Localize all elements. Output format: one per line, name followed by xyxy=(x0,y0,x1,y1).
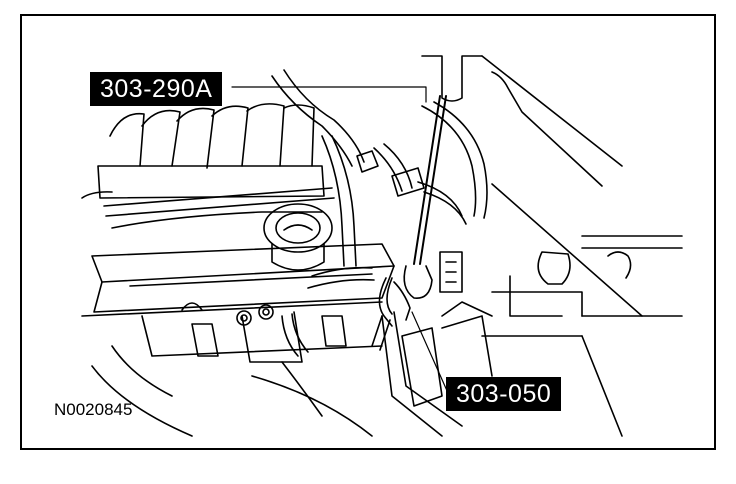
callout-leader-lines xyxy=(231,86,449,394)
tool-303-050 xyxy=(371,277,411,351)
intake-manifold-runners xyxy=(81,103,325,199)
fuel-rail xyxy=(91,187,395,313)
callout-tool-303-050: 303-050 xyxy=(446,377,562,411)
vacuum-hoses xyxy=(271,69,488,289)
engine-line-art xyxy=(81,55,683,437)
callout-tool-303-290a: 303-290A xyxy=(90,72,223,106)
lower-engine-block xyxy=(81,301,383,437)
tool-303-290a xyxy=(403,95,447,299)
lower-right-components xyxy=(381,301,623,437)
bracket-housing xyxy=(421,55,683,317)
oil-filler-cap xyxy=(263,203,333,271)
figure-id: N0020845 xyxy=(54,400,133,419)
diagram-frame: 303-290A 303-050 N0020845 xyxy=(20,14,716,450)
